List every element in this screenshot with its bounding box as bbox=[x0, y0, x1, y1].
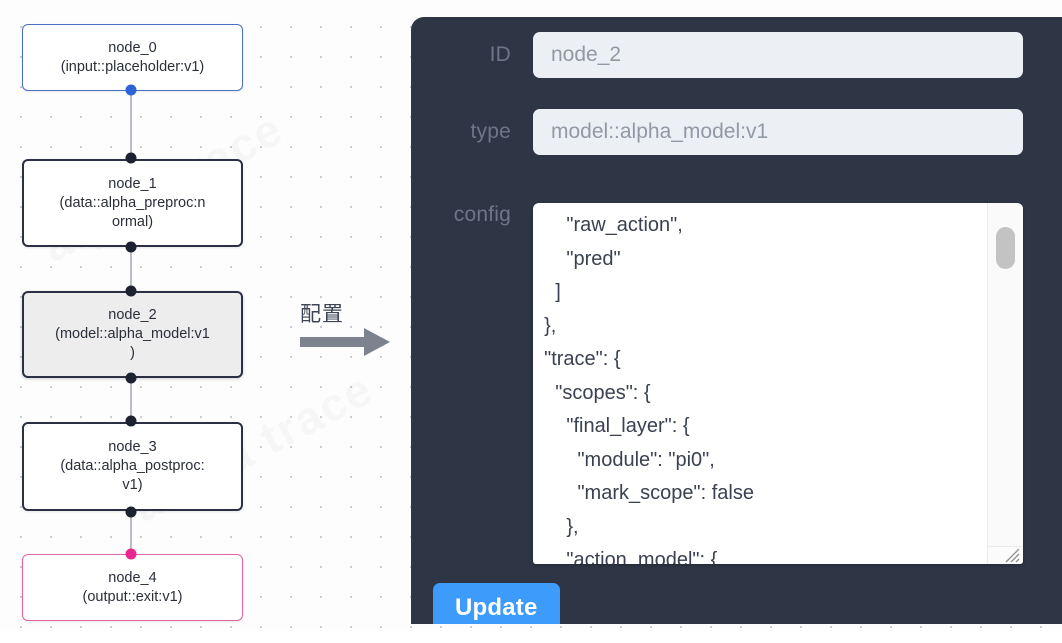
graph-node-node_4[interactable]: node_4 (output::exit:v1) bbox=[22, 554, 243, 621]
node-config-panel: ID type config "raw_action", "pred" ] },… bbox=[411, 17, 1062, 624]
edge-node0-node1 bbox=[130, 90, 132, 158]
node-label: node_2 (model::alpha_model:v1 ) bbox=[55, 306, 210, 363]
update-button[interactable]: Update bbox=[433, 583, 560, 624]
node-label: node_0 (input::placeholder:v1) bbox=[61, 39, 204, 77]
page-bottom-strip bbox=[0, 631, 1062, 643]
node-subtitle: (data::alpha_preproc:n ormal) bbox=[59, 194, 206, 230]
field-label-id: ID bbox=[489, 43, 511, 66]
graph-node-node_3[interactable]: node_3 (data::alpha_postproc: v1) bbox=[22, 422, 243, 511]
node-title: node_0 bbox=[108, 39, 157, 56]
edge-node3-node4 bbox=[130, 512, 132, 554]
node-port-node_4-in[interactable] bbox=[125, 548, 137, 560]
field-label-type: type bbox=[470, 120, 511, 143]
graph-node-node_2[interactable]: node_2 (model::alpha_model:v1 ) bbox=[22, 291, 243, 378]
edge-node2-node3 bbox=[130, 377, 132, 421]
config-editor-scroll-thumb[interactable] bbox=[996, 227, 1015, 269]
field-row-id: ID bbox=[411, 32, 1023, 78]
node-port-node_3-out[interactable] bbox=[125, 506, 137, 518]
node-subtitle: (output::exit:v1) bbox=[82, 588, 183, 605]
annotation-arrow-label: 配置 bbox=[300, 302, 344, 326]
field-label-config: config bbox=[453, 203, 511, 226]
config-editor[interactable]: "raw_action", "pred" ] }, "trace": { "sc… bbox=[533, 203, 1023, 564]
config-editor-text[interactable]: "raw_action", "pred" ] }, "trace": { "sc… bbox=[544, 214, 754, 564]
graph-node-node_0[interactable]: node_0 (input::placeholder:v1) bbox=[22, 24, 243, 91]
edge-node1-node2 bbox=[130, 247, 132, 291]
node-label: node_3 (data::alpha_postproc: v1) bbox=[60, 438, 204, 495]
node-title: node_1 bbox=[108, 175, 157, 192]
node-subtitle: (model::alpha_model:v1 ) bbox=[55, 326, 210, 361]
field-row-type: type bbox=[411, 109, 1023, 155]
node-title: node_4 bbox=[108, 569, 157, 586]
id-input[interactable] bbox=[533, 32, 1023, 78]
config-editor-resize-handle[interactable] bbox=[987, 546, 1023, 564]
node-subtitle: (input::placeholder:v1) bbox=[60, 58, 205, 75]
graph-node-node_1[interactable]: node_1 (data::alpha_preproc:n ormal) bbox=[22, 159, 243, 247]
field-row-config: config "raw_action", "pred" ] }, "trace"… bbox=[411, 203, 1023, 564]
node-label: node_4 (output::exit:v1) bbox=[83, 569, 183, 607]
node-port-node_2-in[interactable] bbox=[125, 285, 137, 297]
node-subtitle: (data::alpha_postproc: v1) bbox=[60, 458, 205, 493]
arrow-right-icon bbox=[300, 326, 392, 363]
node-port-node_0-out[interactable] bbox=[125, 84, 137, 96]
node-port-node_1-out[interactable] bbox=[125, 241, 137, 253]
node-port-node_2-out[interactable] bbox=[125, 372, 137, 384]
type-input[interactable] bbox=[533, 109, 1023, 155]
config-editor-scrollbar[interactable] bbox=[987, 203, 1023, 547]
node-port-node_1-in[interactable] bbox=[125, 152, 137, 164]
node-label: node_1 (data::alpha_preproc:n ormal) bbox=[60, 175, 206, 232]
annotation-arrow-group: 配置 bbox=[300, 298, 400, 368]
node-port-node_3-in[interactable] bbox=[125, 415, 137, 427]
node-title: node_3 bbox=[108, 439, 157, 455]
node-title: node_2 bbox=[108, 307, 157, 323]
